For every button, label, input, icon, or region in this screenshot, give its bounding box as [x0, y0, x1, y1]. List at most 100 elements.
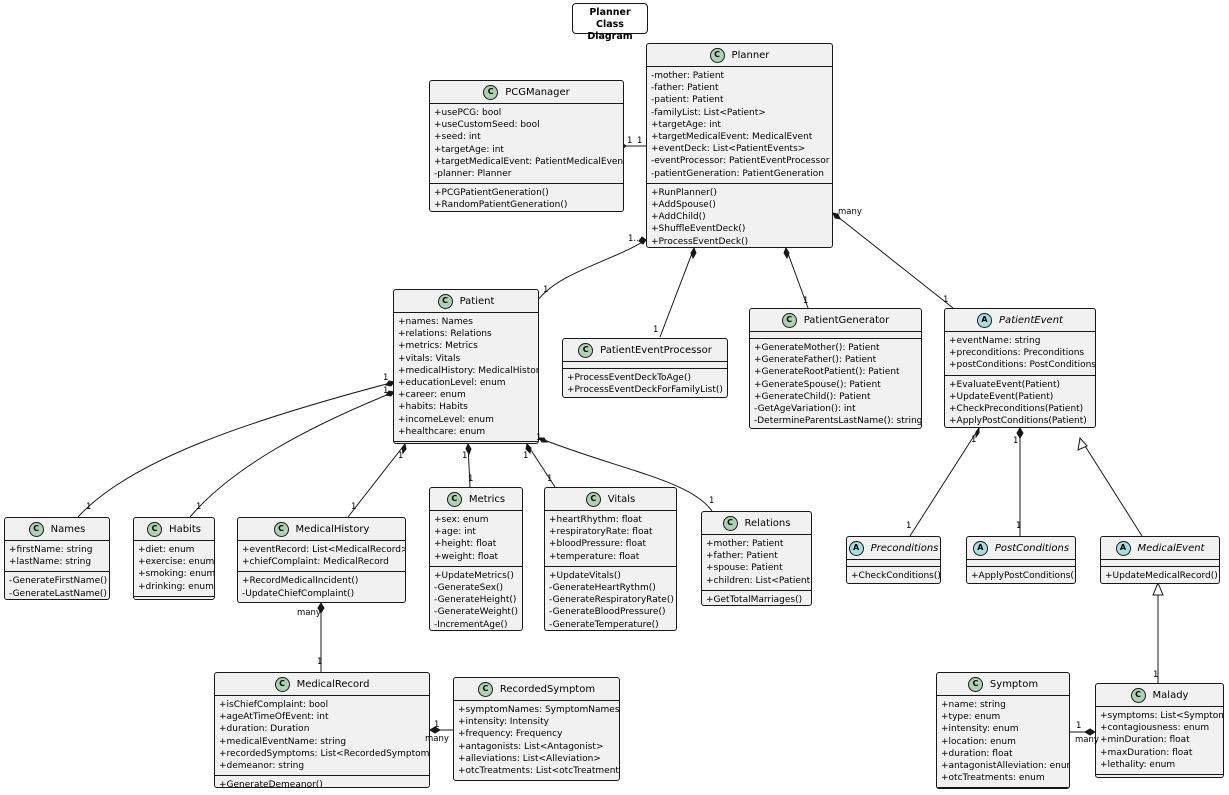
diamond-pe-post	[1016, 427, 1024, 439]
class-field: +lethality: enum	[1100, 759, 1176, 770]
class-name: PostConditions	[994, 542, 1070, 554]
class-name: MedicalEvent	[1137, 542, 1205, 554]
class-method: +CheckConditions()	[851, 571, 941, 581]
class-icon: C	[709, 47, 725, 63]
class-method: -GenerateRespiratoryRate()	[549, 595, 674, 606]
class-field: -eventProcessor: PatientEventProcessor	[651, 156, 830, 167]
class-name: Names	[50, 523, 86, 535]
class-field: +intensity: enum	[941, 724, 1019, 735]
class-method: +ShuffleEventDeck()	[651, 224, 746, 235]
class-field: +firstName: string	[9, 545, 93, 555]
class-field: -patient: Patient	[651, 95, 724, 106]
class-fields: +symptoms: List<Symptom>+contagiousness:…	[1096, 706, 1223, 774]
class-field: +respiratoryRate: float	[549, 527, 653, 538]
mult-patient-relations-a: 1	[536, 433, 542, 443]
class-field: +career: enum	[398, 390, 466, 401]
class-method: -GenerateHeight()	[434, 595, 517, 606]
diamond-planner-processor	[690, 246, 697, 260]
class-method: -GenerateSex()	[434, 583, 504, 594]
class-fields: -mother: Patient-father: Patient-patient…	[647, 66, 832, 183]
class-field: +eventRecord: List<MedicalRecord>	[242, 545, 406, 555]
link-patient-medicalhistory	[347, 443, 406, 518]
class-name: Relations	[744, 517, 791, 529]
class-field: +symptoms: List<Symptom>	[1100, 711, 1224, 721]
class-field: +vitals: Vitals	[398, 353, 461, 364]
mult-pe-pre-a: 1	[971, 435, 977, 445]
class-field: +demeanor: string	[219, 761, 305, 772]
class-method: +GenerateMother(): Patient	[754, 343, 880, 353]
class-field: +seed: int	[434, 132, 481, 143]
class-name: Patient	[459, 295, 495, 307]
mult-planner-patient-a: 1..	[628, 234, 639, 244]
class-field: +postConditions: PostConditions	[949, 360, 1096, 371]
class-field: +height: float	[434, 539, 497, 550]
class-icon: C	[28, 521, 44, 537]
class-method: +GenerateRootPatient(): Patient	[754, 367, 900, 378]
diamond-planner-patient	[638, 236, 647, 245]
class-fields: +eventName: string+preconditions: Precon…	[945, 331, 1095, 375]
class-name: RecordedSymptom	[499, 683, 596, 695]
class-icon: C	[585, 491, 601, 507]
class-method: +UpdateEvent(Patient)	[949, 391, 1054, 402]
abstract-class-icon: A	[1115, 540, 1131, 556]
class-field: +maxDuration: float	[1100, 747, 1193, 758]
class-field: +bloodPressure: float	[549, 539, 647, 550]
class-method: +GenerateDemeanor()	[219, 780, 323, 788]
class-method: +ProcessEventDeck()	[651, 236, 749, 247]
class-field: +metrics: Metrics	[398, 341, 478, 352]
class-field: +usePCG: bool	[434, 108, 502, 118]
class-methods: +GetTotalMarriages()	[702, 589, 811, 605]
mult-mh-mr-a: many	[297, 608, 321, 618]
class-name: Habits	[169, 523, 201, 535]
mult-mh-mr-b: 1	[317, 657, 323, 667]
class-method: -GenerateFirstName()	[9, 576, 108, 587]
class-methods: +UpdateMedicalRecord()	[1101, 566, 1219, 583]
class-medicalevent[interactable]: A MedicalEvent +UpdateMedicalRecord()	[1100, 536, 1220, 584]
class-fields: +heartRhythm: float +respiratoryRate: flo…	[545, 510, 676, 566]
mult-pe-pre-b: 1	[906, 521, 912, 531]
class-field: +exercise: enum	[138, 557, 215, 568]
class-method: +AddChild()	[651, 212, 706, 223]
class-method: +GenerateChild(): Patient	[754, 391, 871, 402]
mult-me-malady: 1	[1153, 670, 1159, 680]
diamond-mh-mr	[317, 602, 325, 614]
triangle-malady-medicalevent	[1152, 581, 1164, 596]
mult-planner-patient-b: 1	[543, 285, 549, 295]
class-method: +ApplyPostConditions()	[971, 571, 1076, 581]
class-field: +spouse: Patient	[706, 563, 783, 574]
class-field: +heartRhythm: float	[549, 515, 642, 525]
mult-vitals: 1	[547, 474, 553, 484]
class-field: +educationLevel: enum	[398, 378, 506, 389]
abstract-class-icon: A	[977, 312, 993, 328]
class-field: +temperature: float	[549, 551, 640, 562]
link-medicalevent-inherits-patientevent	[1079, 437, 1143, 537]
class-method: +GenerateFather(): Patient	[754, 355, 877, 366]
class-fields: +mother: Patient+father: Patient+spouse:…	[702, 534, 811, 590]
class-methods: +UpdateMetrics()-GenerateSex()-GenerateH…	[430, 565, 522, 630]
class-field: +duration: Duration	[219, 724, 310, 735]
